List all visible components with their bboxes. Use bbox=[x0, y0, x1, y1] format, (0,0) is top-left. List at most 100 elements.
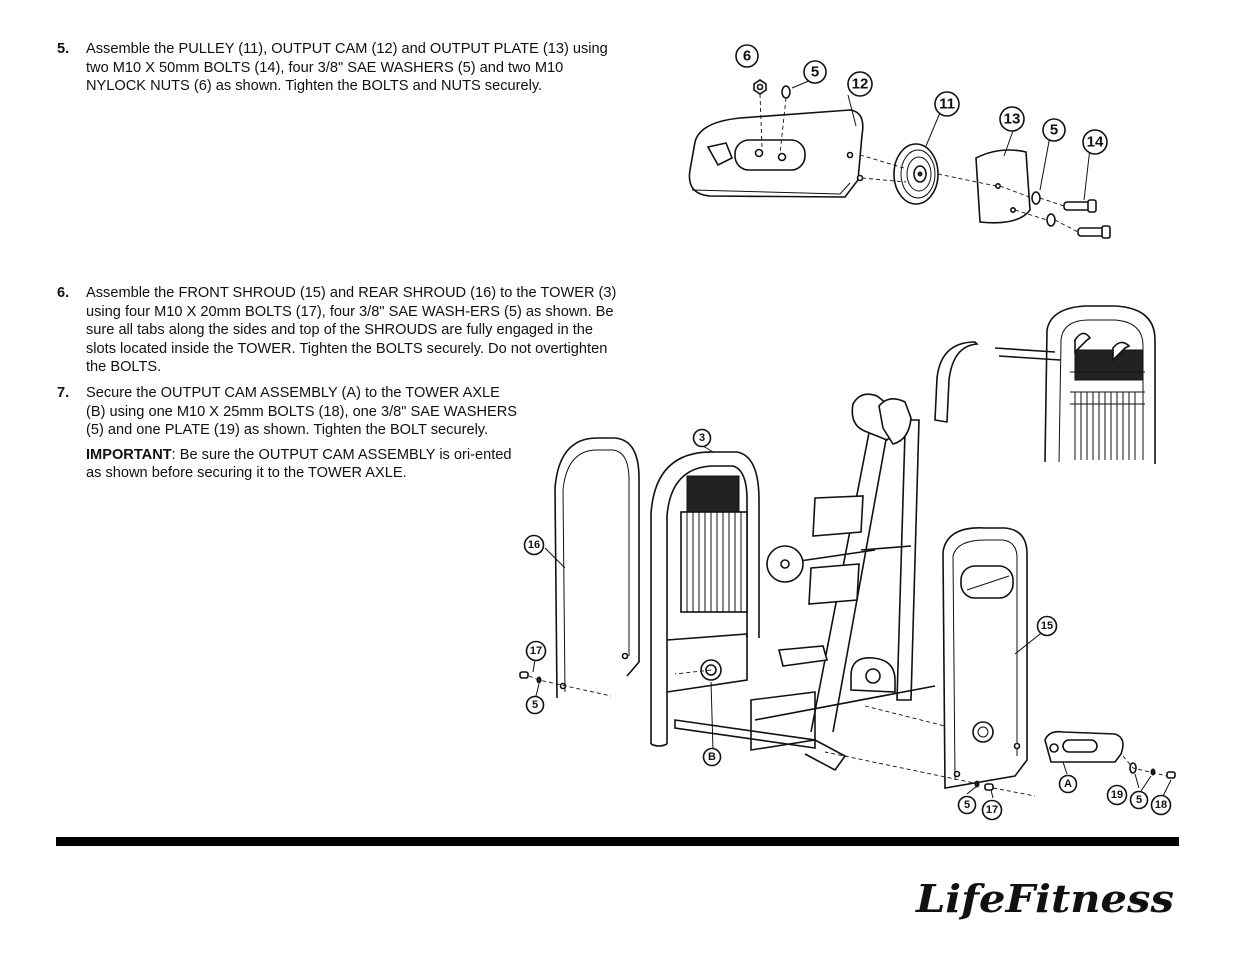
important-text: : Be sure the OUTPUT CAM ASSEMBLY is ori… bbox=[86, 446, 512, 482]
tower-frame-outer bbox=[650, 451, 760, 744]
base-frame-plate bbox=[750, 691, 816, 751]
svg-text:15: 15 bbox=[1041, 620, 1053, 632]
callout-11: 11 bbox=[934, 91, 960, 117]
tower-weight-stack bbox=[680, 511, 748, 613]
output-cam-slot bbox=[734, 139, 806, 171]
lifefitness-logo: LifeFitness bbox=[915, 880, 1174, 921]
callout-B: B bbox=[702, 747, 722, 767]
bottom-leader-lines bbox=[532, 445, 1172, 801]
tower-foot bbox=[650, 743, 668, 747]
base-frame-rail bbox=[674, 719, 816, 749]
cam-hole-3 bbox=[846, 151, 854, 159]
callout-5: 5 bbox=[1042, 118, 1066, 142]
svg-text:18: 18 bbox=[1155, 799, 1167, 811]
step-6: 6. Assemble the FRONT SHROUD (15) and RE… bbox=[57, 284, 617, 377]
svg-text:5: 5 bbox=[811, 64, 819, 81]
step-5-number: 5. bbox=[57, 41, 70, 57]
upper-pad bbox=[812, 495, 864, 537]
bolt-18 bbox=[1166, 771, 1176, 779]
step-6-number: 6. bbox=[57, 285, 70, 301]
front-shroud-hole bbox=[1013, 742, 1021, 750]
svg-text:B: B bbox=[708, 751, 716, 763]
rear-pivot bbox=[865, 668, 881, 684]
back-pad-side bbox=[878, 398, 912, 445]
bolt-17-front bbox=[984, 783, 994, 791]
step-7: 7. Secure the OUTPUT CAM ASSEMBLY (A) to… bbox=[57, 384, 517, 483]
callout-A: A bbox=[1058, 774, 1078, 794]
callout-15: 15 bbox=[1036, 615, 1058, 637]
bolt-head-1 bbox=[1087, 199, 1097, 213]
svg-text:11: 11 bbox=[939, 96, 955, 113]
callout-5: 5 bbox=[803, 60, 827, 84]
callout-5: 5 bbox=[957, 795, 977, 815]
base-frame-bar bbox=[754, 685, 936, 721]
rear-shroud bbox=[554, 437, 640, 699]
rear-shroud-inner bbox=[562, 449, 630, 693]
top-leader-lines bbox=[791, 77, 1091, 201]
top-leader-dashes-1 bbox=[759, 93, 787, 155]
output-cam-assembly-hub bbox=[1049, 743, 1059, 753]
callout-12: 12 bbox=[847, 71, 873, 97]
front-shroud-axle-ring bbox=[977, 726, 989, 738]
step-5-text: Assemble the PULLEY (11), OUTPUT CAM (12… bbox=[86, 41, 608, 95]
washer-icon bbox=[781, 85, 791, 99]
insertion-arrow-1 bbox=[1074, 332, 1092, 354]
insertion-arrow-2 bbox=[1112, 341, 1131, 362]
front-shroud-slot bbox=[960, 565, 1014, 599]
cam-hole-2 bbox=[777, 152, 787, 162]
bolt-17-rear bbox=[519, 671, 529, 679]
washer-icon bbox=[1046, 213, 1056, 227]
tower-frame-inner bbox=[666, 465, 748, 744]
pulley-groove-2 bbox=[906, 156, 932, 192]
svg-text:19: 19 bbox=[1111, 789, 1123, 801]
callout-18: 18 bbox=[1150, 794, 1172, 816]
output-cam-edge bbox=[691, 182, 851, 195]
step-7-important-note: IMPORTANT: Be sure the OUTPUT CAM ASSEMB… bbox=[86, 446, 517, 483]
tower-top-plate bbox=[686, 475, 740, 513]
callout-3: 3 bbox=[692, 428, 712, 448]
callout-17: 17 bbox=[525, 640, 547, 662]
plate-hole-1 bbox=[994, 183, 1001, 190]
svg-text:6: 6 bbox=[743, 48, 751, 65]
washer-icon bbox=[1031, 191, 1041, 205]
svg-text:13: 13 bbox=[1004, 111, 1021, 128]
inset-arrow-lines bbox=[994, 347, 1061, 361]
bottom-alignment-dashes bbox=[528, 669, 1168, 797]
logo-wordmark: LifeFitness bbox=[915, 880, 1174, 921]
callout-16: 16 bbox=[523, 534, 545, 556]
cam-hole-4 bbox=[856, 174, 864, 182]
output-plate bbox=[975, 149, 1031, 224]
footer-rule bbox=[56, 837, 1179, 846]
callout-5: 5 bbox=[525, 695, 545, 715]
shroud-tab-detail-inset bbox=[934, 305, 1156, 464]
lower-pad bbox=[808, 563, 860, 605]
cross-bar bbox=[792, 545, 912, 563]
callout-6: 6 bbox=[735, 44, 759, 68]
step-6-text: Assemble the FRONT SHROUD (15) and REAR … bbox=[86, 285, 617, 376]
bolt-head-2 bbox=[1101, 225, 1111, 239]
svg-text:17: 17 bbox=[530, 645, 542, 657]
washer-5-cam bbox=[1150, 768, 1156, 776]
front-shroud-slot-line bbox=[966, 575, 1010, 591]
pulley-cam-exploded-diagram: 6 5 12 11 13 5 14 bbox=[688, 44, 1111, 239]
callout-5: 5 bbox=[1129, 790, 1149, 810]
tower-base-box bbox=[666, 633, 748, 693]
callout-13: 13 bbox=[999, 106, 1025, 132]
front-shroud-hole bbox=[953, 770, 961, 778]
important-label: IMPORTANT bbox=[86, 446, 172, 463]
step-5: 5. Assemble the PULLEY (11), OUTPUT CAM … bbox=[57, 40, 617, 96]
top-leader-dashes-2 bbox=[859, 154, 1079, 233]
front-foot bbox=[804, 739, 847, 772]
callout-17: 17 bbox=[981, 799, 1003, 821]
svg-text:5: 5 bbox=[1136, 794, 1142, 806]
svg-text:5: 5 bbox=[1050, 122, 1058, 139]
pulley-axle-hole bbox=[917, 171, 923, 177]
output-cam-hex-hole bbox=[706, 142, 734, 167]
front-shroud-inner bbox=[952, 539, 1018, 781]
step-7-number: 7. bbox=[57, 385, 70, 401]
svg-text:5: 5 bbox=[964, 799, 970, 811]
output-cam-assembly-slot bbox=[1062, 739, 1098, 753]
nut-hole bbox=[756, 83, 764, 91]
pulley-groove-1 bbox=[900, 149, 936, 199]
svg-text:17: 17 bbox=[986, 804, 998, 816]
